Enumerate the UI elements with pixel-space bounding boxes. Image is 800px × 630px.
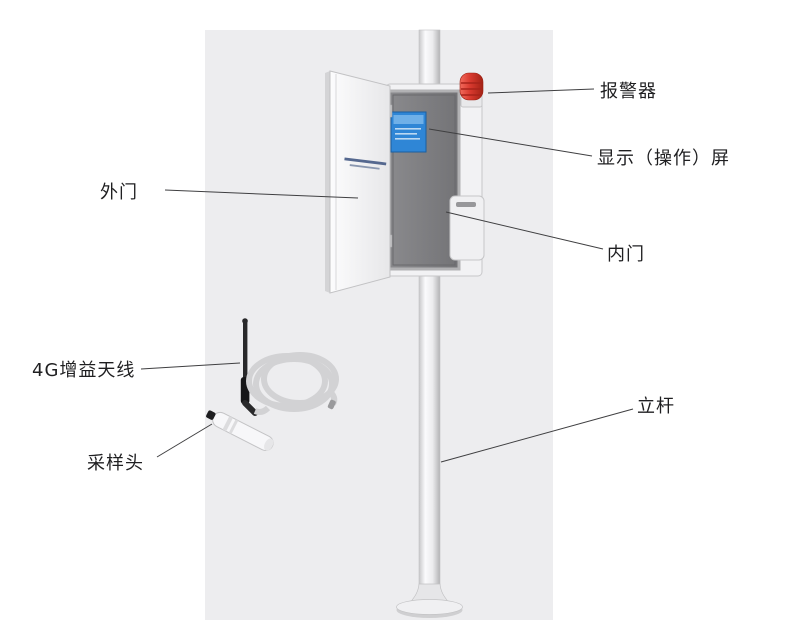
door-edge <box>325 71 330 293</box>
sampling-head-part <box>206 410 274 452</box>
antenna-rod <box>243 320 248 380</box>
sampling-nozzle <box>206 410 216 420</box>
label-sampling-head: 采样头 <box>87 453 144 474</box>
label-inner-door: 内门 <box>607 244 645 265</box>
antenna-connector <box>242 400 258 416</box>
leader-line-outer-door <box>164 189 359 199</box>
leader-line-inner-door <box>445 211 604 250</box>
label-antenna-4g: 4G增益天线 <box>32 360 136 381</box>
label-pole: 立杆 <box>637 396 675 417</box>
label-alarm: 报警器 <box>600 81 657 102</box>
display-screen <box>390 111 427 153</box>
leader-line-antenna <box>140 362 241 370</box>
leader-lines <box>140 88 634 463</box>
antenna-4g <box>240 318 339 416</box>
leader-line-sampler <box>156 423 213 458</box>
door-label-text <box>344 157 387 170</box>
alarm-dome <box>459 72 484 101</box>
leader-line-alarm <box>487 88 595 94</box>
label-outer-door: 外门 <box>100 182 138 203</box>
cable-tip <box>327 399 336 410</box>
label-display-screen: 显示（操作）屏 <box>597 148 730 169</box>
leader-line-display <box>428 128 593 157</box>
side-housing <box>449 195 485 261</box>
cabinet <box>325 70 485 294</box>
alarm-beacon <box>459 72 484 108</box>
outer-door-panel <box>325 70 391 294</box>
leader-line-pole <box>440 408 634 463</box>
